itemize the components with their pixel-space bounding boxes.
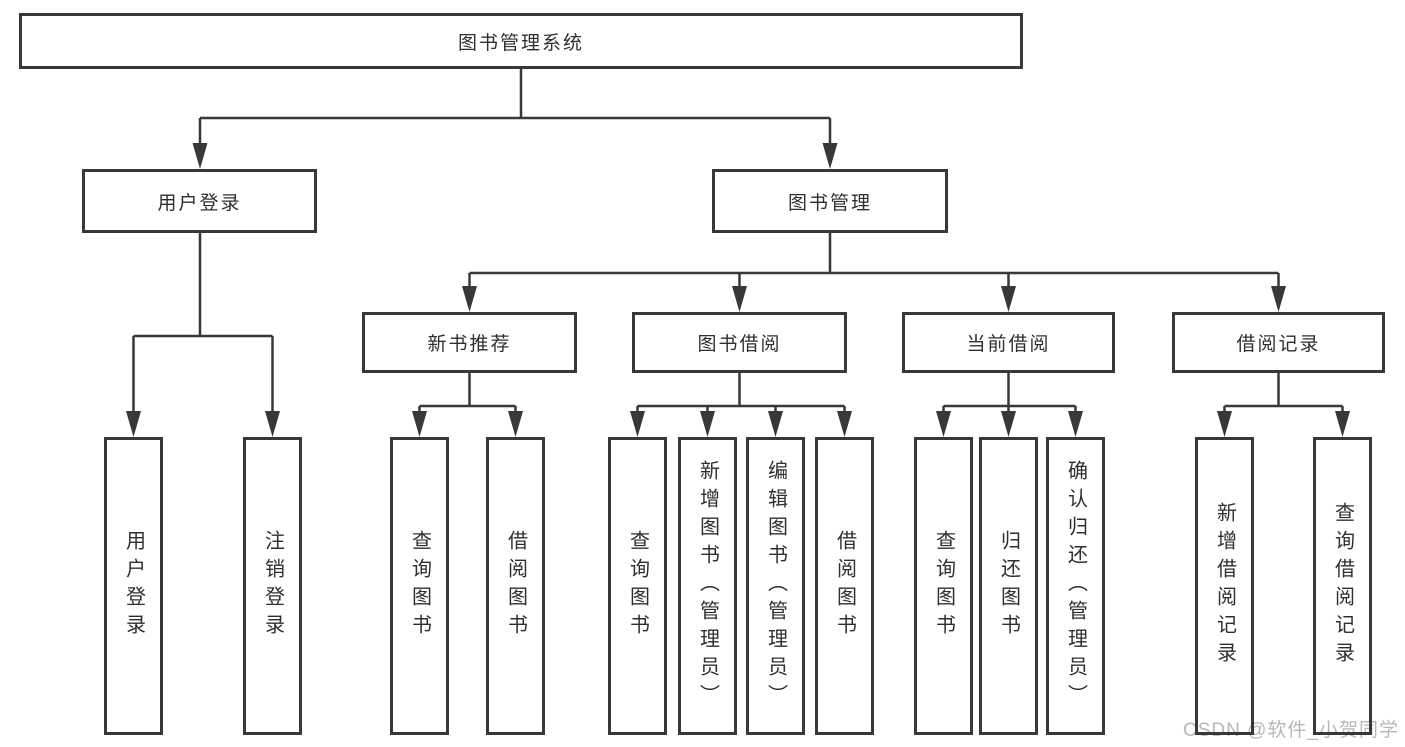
arrow-icon	[768, 411, 783, 437]
node-label: 当前借阅	[966, 334, 1051, 355]
node-label: 借阅记录	[1236, 334, 1321, 355]
leaf-label: 编辑图书（管理员）	[764, 460, 787, 712]
node-label: 图书管理	[787, 192, 872, 214]
leaf-user-login: 用户登录	[104, 437, 163, 735]
node-user-login-branch: 用户登录	[82, 169, 317, 233]
arrow-icon	[1001, 286, 1016, 312]
connector-book-management	[468, 233, 1280, 288]
connector-book-borrow	[636, 373, 846, 413]
leaf-query-books-current: 查询图书	[914, 437, 973, 735]
node-label: 图书借阅	[697, 334, 782, 355]
node-new-book-recommend: 新书推荐	[362, 312, 577, 373]
node-book-management: 图书管理	[712, 169, 948, 233]
leaf-label: 借阅图书	[833, 530, 856, 642]
leaf-label: 新增借阅记录	[1213, 502, 1236, 670]
arrow-icon	[1217, 411, 1232, 437]
node-label: 新书推荐	[427, 334, 512, 355]
leaf-confirm-return-admin: 确认归还（管理员）	[1046, 437, 1105, 735]
node-root-label: 图书管理系统	[457, 32, 584, 54]
arrow-icon	[1271, 286, 1286, 312]
arrow-icon	[462, 286, 477, 312]
leaf-return-books: 归还图书	[979, 437, 1038, 735]
leaf-label: 查询图书	[408, 530, 431, 642]
leaf-query-borrow-record: 查询借阅记录	[1313, 437, 1372, 735]
leaf-logout-login: 注销登录	[243, 437, 302, 735]
leaf-query-books-borrow: 查询图书	[608, 437, 667, 735]
arrow-icon	[1068, 411, 1083, 437]
leaf-label: 查询借阅记录	[1331, 502, 1354, 670]
arrow-icon	[412, 411, 427, 437]
node-book-borrow: 图书借阅	[632, 312, 847, 373]
arrow-icon	[265, 411, 280, 437]
connector-borrow-record	[1223, 373, 1344, 413]
leaf-label: 查询图书	[626, 530, 649, 642]
connector-new-book	[418, 373, 517, 413]
leaf-label: 归还图书	[997, 530, 1020, 642]
arrow-icon	[508, 411, 523, 437]
arrow-icon	[822, 143, 838, 169]
leaf-query-books-recommend: 查询图书	[390, 437, 449, 735]
leaf-label: 查询图书	[932, 530, 955, 642]
node-root: 图书管理系统	[19, 13, 1023, 69]
leaf-label: 确认归还（管理员）	[1064, 460, 1087, 712]
leaf-borrow-books-recommend: 借阅图书	[486, 437, 545, 735]
node-borrow-record: 借阅记录	[1172, 312, 1385, 373]
arrow-icon	[192, 143, 208, 169]
node-current-borrow: 当前借阅	[902, 312, 1115, 373]
arrow-icon	[1001, 411, 1016, 437]
leaf-add-borrow-record: 新增借阅记录	[1195, 437, 1254, 735]
watermark: CSDN @软件_小贺同学	[1183, 720, 1399, 741]
leaf-borrow-books: 借阅图书	[815, 437, 874, 735]
leaf-label: 用户登录	[122, 530, 145, 642]
connector-user-login	[132, 233, 274, 413]
arrow-icon	[700, 411, 715, 437]
leaf-label: 新增图书（管理员）	[696, 460, 719, 712]
arrow-icon	[837, 411, 852, 437]
leaf-label: 借阅图书	[504, 530, 527, 642]
leaf-edit-books-admin: 编辑图书（管理员）	[746, 437, 805, 735]
arrow-icon	[126, 411, 141, 437]
node-label: 用户登录	[157, 192, 242, 214]
arrowheads	[126, 143, 1350, 437]
leaf-add-books-admin: 新增图书（管理员）	[678, 437, 737, 735]
arrow-icon	[732, 286, 747, 312]
arrow-icon	[630, 411, 645, 437]
leaf-label: 注销登录	[261, 530, 284, 642]
connector-root	[198, 69, 832, 145]
arrow-icon	[1335, 411, 1350, 437]
arrow-icon	[936, 411, 951, 437]
connector-current-borrow	[942, 373, 1077, 413]
